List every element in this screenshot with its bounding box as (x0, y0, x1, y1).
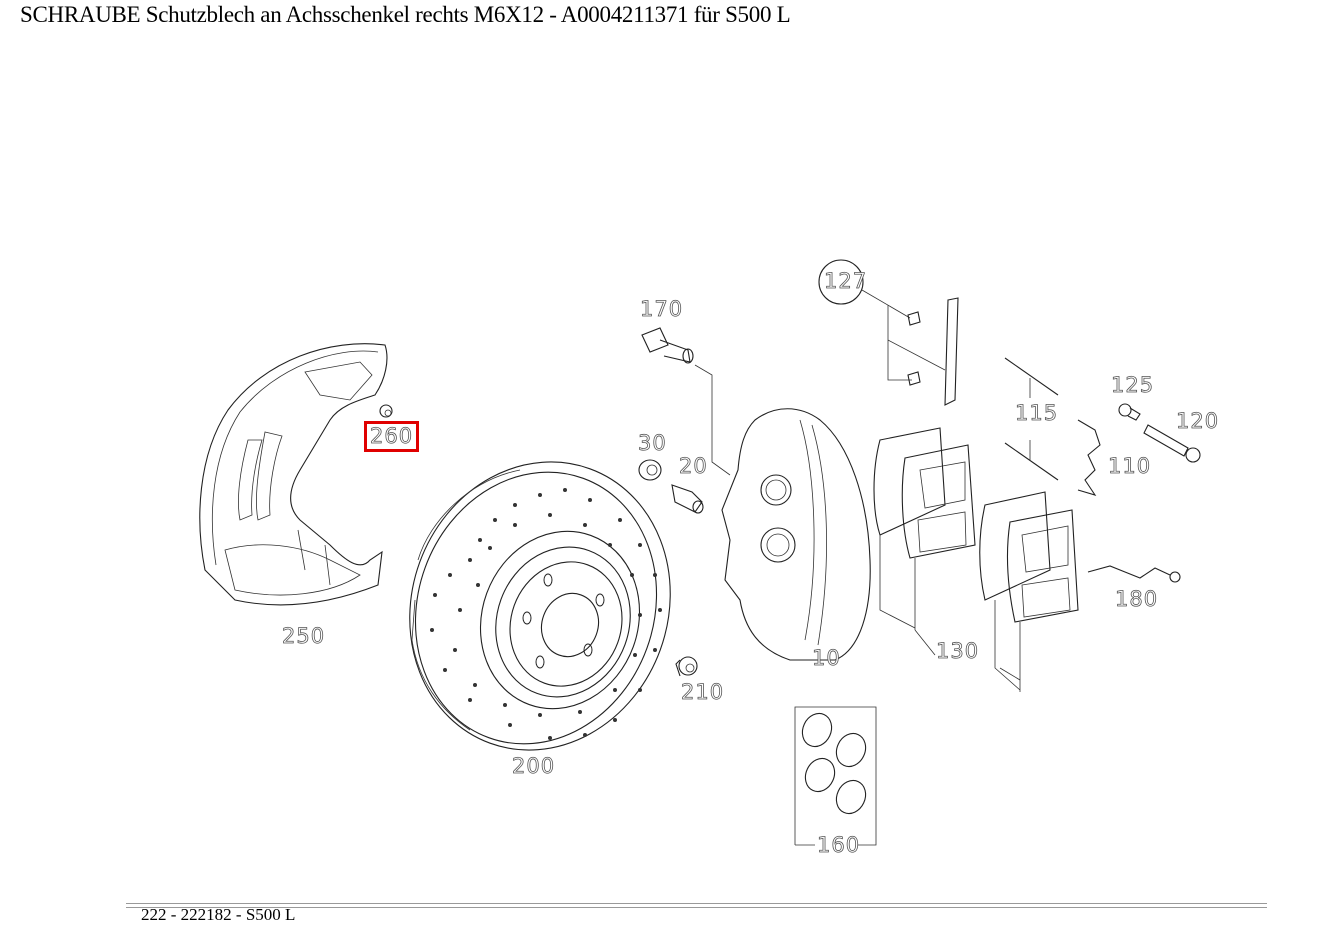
callout-127[interactable]: 127 (824, 269, 868, 293)
bolt-260-drawing (379, 404, 393, 418)
clip-kit-127-drawing (818, 259, 959, 406)
page-title: SCHRAUBE Schutzblech an Achsschenkel rec… (20, 2, 791, 27)
callout-30[interactable]: 30 (638, 431, 667, 455)
callout-10[interactable]: 10 (812, 646, 841, 670)
callout-130[interactable]: 130 (936, 639, 980, 663)
bleeder-drawing (638, 459, 704, 514)
callout-210[interactable]: 210 (681, 680, 725, 704)
bolt-170-drawing (641, 327, 731, 476)
spring-clip-110-drawing (1077, 419, 1101, 496)
wear-sensor-180-drawing (1087, 565, 1181, 583)
footer-model-code: 222 - 222182 - S500 L (141, 905, 296, 924)
callout-120[interactable]: 120 (1176, 409, 1220, 433)
caliper-drawing (721, 408, 871, 661)
callout-125[interactable]: 125 (1111, 373, 1155, 397)
callout-160[interactable]: 160 (817, 833, 861, 857)
footer-divider (126, 903, 1267, 908)
callout-250[interactable]: 250 (282, 624, 326, 648)
callout-110[interactable]: 110 (1108, 454, 1152, 478)
callout-180[interactable]: 180 (1115, 587, 1159, 611)
callout-200[interactable]: 200 (512, 754, 556, 778)
pins-115-drawing (1004, 357, 1059, 481)
callout-260[interactable]: 260 (363, 421, 420, 452)
bolts-125-120-drawing (1118, 403, 1201, 463)
callout-20[interactable]: 20 (679, 454, 708, 478)
callout-115[interactable]: 115 (1015, 401, 1059, 425)
dust-shield-drawing (199, 343, 388, 606)
screw-210-drawing (675, 656, 698, 677)
callout-170[interactable]: 170 (640, 297, 684, 321)
brake-pads-130-drawing (873, 427, 1079, 692)
seal-kit-160-drawing (794, 706, 877, 846)
brake-disc-drawing (409, 461, 671, 751)
